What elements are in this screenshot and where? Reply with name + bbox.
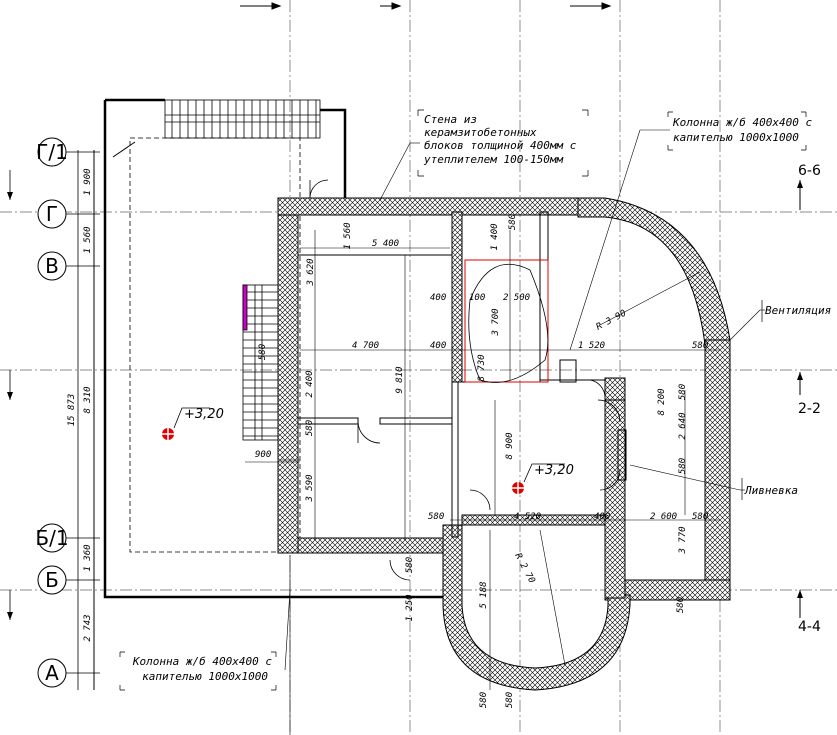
level-marker-center bbox=[512, 463, 565, 494]
dim-8730: 8 730 bbox=[477, 354, 487, 381]
dim-1250: 1 250 bbox=[405, 594, 415, 621]
column-bottom-line-2: капителью 1000х1000 bbox=[142, 670, 268, 683]
dim-4700: 4 700 bbox=[352, 341, 379, 351]
dim-580-d: 580 bbox=[305, 420, 315, 436]
dim-left-2: 1 560 bbox=[83, 226, 93, 253]
dim-580-j: 580 bbox=[479, 692, 489, 708]
ventilation-label: Вентиляция bbox=[765, 304, 831, 317]
top-stair bbox=[164, 99, 321, 139]
left-axes bbox=[7, 137, 100, 690]
callout-brackets bbox=[119, 109, 807, 691]
dim-left-5: 1 360 bbox=[83, 544, 93, 571]
top-arrows bbox=[240, 2, 612, 10]
dim-100: 100 bbox=[469, 293, 485, 303]
dim-3590: 3 590 bbox=[305, 474, 315, 502]
highlighted-room bbox=[464, 259, 549, 383]
dim-900: 900 bbox=[255, 450, 271, 460]
axis-label-b: Б bbox=[45, 568, 59, 592]
dim-2400: 2 400 bbox=[305, 370, 315, 397]
dim-R390: R 3 90 bbox=[595, 309, 628, 333]
doors bbox=[309, 179, 621, 581]
dim-left-6: 2 743 bbox=[83, 614, 93, 641]
dim-3770: 3 770 bbox=[678, 526, 688, 554]
dim-580-c: 580 bbox=[692, 341, 708, 351]
dim-8200: 8 200 bbox=[657, 388, 667, 415]
section-label-2-2: 2-2 bbox=[798, 401, 821, 417]
dim-580-e: 580 bbox=[678, 384, 688, 400]
level-marker-left bbox=[162, 407, 210, 440]
column-top-line-2: капителью 1000х1000 bbox=[673, 131, 799, 144]
dim-2640: 2 640 bbox=[678, 412, 688, 439]
axis-label-v: В bbox=[45, 254, 59, 278]
curved-line bbox=[468, 263, 549, 383]
left-stair bbox=[242, 284, 279, 441]
drain-pipe bbox=[112, 141, 136, 158]
dim-left-4: 8 310 bbox=[83, 386, 93, 413]
section-label-6-6: 6-6 bbox=[798, 163, 821, 179]
dim-left-3: 15 873 bbox=[67, 394, 77, 427]
dim-1520: 1 520 bbox=[578, 341, 605, 351]
dim-580-b: 580 bbox=[258, 344, 268, 360]
wall-note-line-2: керамзитобетонных bbox=[424, 126, 537, 139]
dim-9810: 9 810 bbox=[395, 366, 405, 393]
interior-walls bbox=[297, 211, 627, 538]
dim-580-l: 580 bbox=[676, 597, 686, 613]
dim-3620: 3 620 bbox=[306, 258, 316, 286]
dim-left-1: 1 900 bbox=[83, 168, 93, 195]
dim-3700: 3 700 bbox=[491, 308, 501, 336]
exterior-walls bbox=[277, 197, 731, 691]
axis-label-g1: Г/1 bbox=[36, 140, 68, 164]
dim-400-a: 400 bbox=[430, 293, 446, 303]
wall-note-line-3: блоков толщиной 400мм с bbox=[424, 139, 577, 152]
dim-580-top: 580 bbox=[508, 214, 518, 230]
dim-580-g: 580 bbox=[428, 512, 444, 522]
level-value-left: +3,20 bbox=[184, 407, 224, 422]
dim-4520: 4 520 bbox=[514, 512, 541, 522]
terrace-outline bbox=[103, 98, 445, 599]
dim-1400: 1 400 bbox=[490, 223, 500, 250]
dim-580-i: 580 bbox=[405, 557, 415, 573]
dim-5188: 5 188 bbox=[479, 581, 489, 608]
section-label-4-4: 4-4 bbox=[798, 619, 821, 635]
axis-label-a: А bbox=[45, 661, 59, 685]
dim-2500: 2 500 bbox=[503, 293, 530, 303]
drain-label: Ливневка bbox=[744, 484, 798, 497]
level-value-center: +3,20 bbox=[534, 463, 574, 478]
axis-label-b1: Б/1 bbox=[35, 526, 68, 550]
dim-400-b: 400 bbox=[430, 341, 446, 351]
dim-R2: R 2 70 bbox=[512, 552, 536, 585]
dim-5400: 5 400 bbox=[372, 239, 399, 249]
dim-8900: 8 900 bbox=[505, 432, 515, 459]
column-top-line-1: Колонна ж/б 400х400 с bbox=[672, 116, 812, 129]
dim-580-f: 580 bbox=[678, 458, 688, 474]
dim-1560: 1 560 bbox=[343, 222, 353, 249]
wall-note-line-1: Стена из bbox=[424, 113, 477, 126]
column-bottom-line-1: Колонна ж/б 400х400 с bbox=[132, 655, 272, 668]
wall-note-line-4: утеплителем 100-150мм bbox=[423, 153, 563, 166]
dim-580-h: 580 bbox=[692, 512, 708, 522]
dim-580-k: 580 bbox=[505, 692, 515, 708]
dimension-lines bbox=[245, 129, 765, 735]
axis-label-g: Г bbox=[46, 202, 58, 226]
dim-400-c: 400 bbox=[594, 512, 610, 522]
dim-2600: 2 600 bbox=[650, 512, 677, 522]
